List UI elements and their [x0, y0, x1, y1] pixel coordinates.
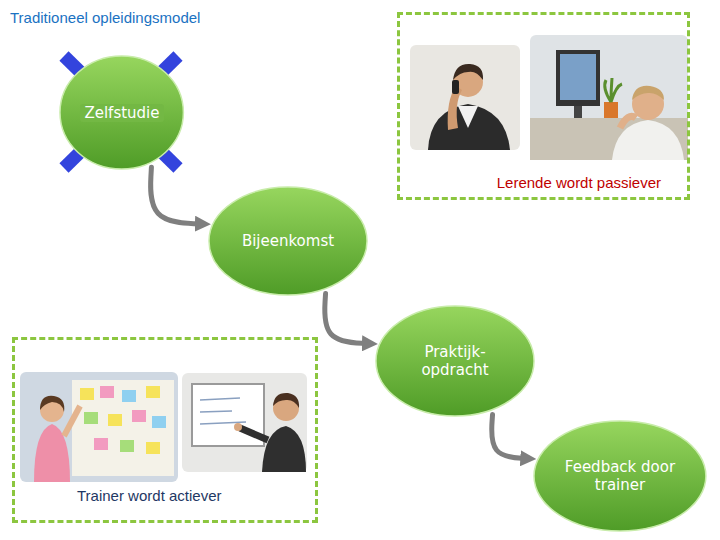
curved-arrow: [151, 167, 203, 224]
photo-ground: [530, 35, 688, 160]
dashed-panel: Trainer wordt actiever: [12, 337, 318, 523]
dashed-panel: Lerende wordt passiever: [397, 12, 690, 200]
shirt: [458, 106, 478, 128]
node-text-group: Zelfstudie: [80, 104, 163, 122]
hair: [453, 64, 483, 80]
screen: [560, 54, 596, 100]
photo-trainer: [182, 373, 307, 472]
note: [94, 438, 108, 450]
photo-ground: [182, 373, 307, 472]
desk: [530, 118, 688, 160]
diagram-title: Traditioneel opleidingsmodel: [10, 9, 200, 26]
node-text-group: Praktijk- opdracht: [408, 343, 503, 379]
photo-ground: [20, 372, 178, 482]
writing: [200, 398, 246, 424]
hair: [273, 393, 299, 408]
process-ellipse: Praktijk- opdracht: [375, 305, 535, 417]
board: [72, 380, 174, 476]
note: [146, 442, 160, 454]
monitor: [556, 50, 600, 106]
process-ellipse: Bijeenkomst: [208, 186, 368, 296]
note: [152, 416, 166, 428]
node-label: Zelfstudie: [80, 104, 163, 122]
curved-arrow: [325, 294, 370, 344]
suit: [428, 104, 510, 150]
note: [122, 390, 136, 402]
panel-caption: Trainer wordt actiever: [75, 487, 224, 504]
node-label: Praktijk- opdracht: [408, 343, 503, 379]
photo-ground: [410, 45, 520, 150]
photo-desk: [530, 35, 688, 160]
note: [146, 386, 160, 398]
ellipse-shape: [376, 306, 534, 416]
plant-pot: [604, 102, 618, 118]
note: [132, 410, 146, 422]
photo-board: [20, 372, 178, 482]
curved-arrow: [492, 414, 529, 458]
photo-phone: [410, 45, 520, 150]
process-ellipse: Zelfstudie: [59, 55, 184, 170]
note: [108, 414, 122, 426]
ellipse-shape: [60, 56, 183, 169]
arm: [240, 428, 268, 440]
panel-caption: Lerende wordt passiever: [495, 174, 663, 191]
stand: [574, 106, 582, 118]
node-text-group: Bijeenkomst: [242, 232, 334, 250]
note: [84, 412, 98, 424]
plant: [605, 78, 622, 102]
process-ellipse: Feedback door trainer: [533, 420, 707, 532]
hair: [40, 396, 64, 412]
node-text-group: Feedback door trainer: [561, 458, 679, 494]
arm: [620, 116, 636, 128]
ellipse-shape: [534, 421, 706, 531]
arm: [64, 406, 80, 436]
shirt: [262, 426, 306, 472]
hair: [632, 86, 664, 100]
note: [100, 386, 114, 398]
note: [80, 388, 94, 400]
hand: [234, 423, 242, 431]
ellipse-shape: [209, 187, 367, 295]
phone: [452, 80, 459, 94]
note: [120, 440, 134, 452]
node-label: Feedback door trainer: [561, 458, 679, 494]
node-label: Bijeenkomst: [242, 232, 334, 250]
